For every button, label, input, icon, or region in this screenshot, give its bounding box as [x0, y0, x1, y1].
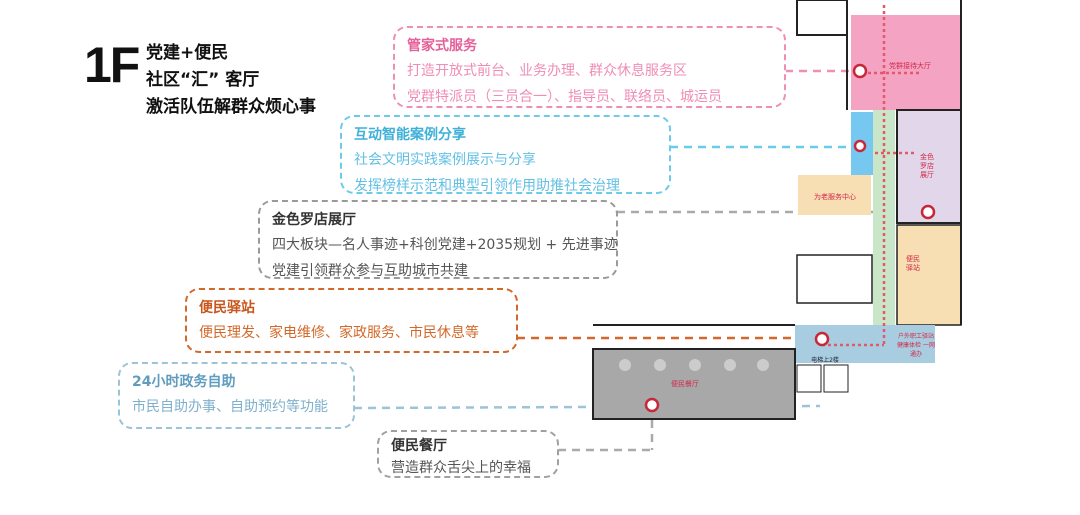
card-case-sharing: 互动智能案例分享 社会文明实践案例展示与分享 发挥榜样示范和典型引领作用助推社会… — [340, 115, 671, 194]
card-canteen: 便民餐厅 营造群众舌尖上的幸福 — [377, 430, 559, 478]
marker-icon — [644, 397, 660, 413]
card-text: 党建引领群众参与互助城市共建 — [272, 263, 468, 279]
card-title: 互动智能案例分享 — [354, 127, 466, 143]
plan-label-canteen: 便民餐厅 — [671, 380, 699, 388]
card-title: 管家式服务 — [407, 38, 477, 54]
card-text: 营造群众舌尖上的幸福 — [391, 460, 531, 476]
card-butler-service: 管家式服务 打造开放式前台、业务办理、群众休息服务区 党群特派员（三员合一）、指… — [393, 26, 786, 108]
title-line: 党建+便民 — [146, 43, 229, 63]
plan-label-elevator: 电梯上2楼 — [811, 357, 839, 364]
page-title: 党建+便民 社区“汇” 客厅 激活队伍解群众烦心事 — [146, 40, 316, 121]
card-text: 党群特派员（三员合一）、指导员、联络员、城运员 — [407, 89, 722, 105]
location-markers — [644, 63, 936, 413]
card-title: 24小时政务自助 — [132, 374, 236, 390]
card-self-service: 24小时政务自助 市民自助办事、自助预约等功能 — [118, 362, 355, 429]
card-title: 便民驿站 — [199, 300, 255, 316]
card-title: 金色罗店展厅 — [272, 212, 356, 228]
card-gallery: 金色罗店展厅 四大板块—名人事迹+科创党建+2035规划 + 先进事迹 党建引领… — [258, 200, 618, 279]
title-line: 激活队伍解群众烦心事 — [146, 97, 316, 117]
card-text: 发挥榜样示范和典型引领作用助推社会治理 — [354, 178, 620, 194]
card-text: 打造开放式前台、业务办理、群众休息服务区 — [407, 63, 687, 79]
room-elder — [798, 175, 871, 215]
marker-icon — [853, 139, 867, 153]
room-station — [896, 224, 962, 326]
card-title: 便民餐厅 — [391, 438, 447, 454]
card-service-station: 便民驿站 便民理发、家电维修、家政服务、市民休息等 — [185, 288, 518, 353]
connector-line — [353, 404, 821, 410]
marker-icon — [920, 204, 936, 220]
card-text: 四大板块—名人事迹+科创党建+2035规划 + 先进事迹 — [272, 237, 618, 253]
plan-label-station: 便民驿站 — [906, 255, 920, 272]
plan-label-outdoor: 户外职工驿站 健康体检 一网通办 — [897, 333, 935, 358]
plan-label-gallery: 金色罗店展厅 — [920, 153, 934, 179]
title-line: 社区“汇” 客厅 — [146, 70, 260, 90]
card-text: 社会文明实践案例展示与分享 — [354, 152, 536, 168]
marker-icon — [852, 63, 868, 79]
room-gallery — [896, 109, 962, 224]
plan-label-hall: 党群接待大厅 — [889, 62, 931, 70]
card-text: 便民理发、家电维修、家政服务、市民休息等 — [199, 325, 479, 341]
marker-icon — [814, 331, 830, 347]
floor-number: 1F — [84, 37, 140, 93]
card-text: 市民自助办事、自助预约等功能 — [132, 399, 328, 415]
plan-label-elder: 为老服务中心 — [814, 193, 856, 201]
room-hall — [851, 15, 961, 110]
